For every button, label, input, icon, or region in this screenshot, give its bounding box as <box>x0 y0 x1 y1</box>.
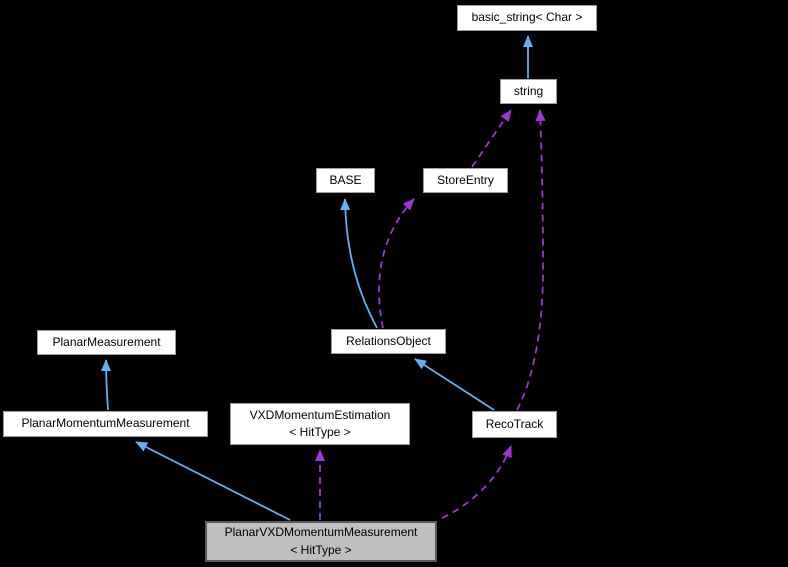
node-basic-string[interactable]: basic_string< Char > <box>457 5 597 31</box>
node-base[interactable]: BASE <box>316 168 375 193</box>
edge-relationsobject-to-base <box>340 198 378 329</box>
edge-relationsobject-to-storeentry <box>378 198 415 329</box>
node-storeentry[interactable]: StoreEntry <box>423 168 508 193</box>
node-string[interactable]: string <box>500 79 557 104</box>
node-vxdmomentumestimation[interactable]: VXDMomentumEstimation < HitType > <box>230 403 410 445</box>
edge-storeentry-to-string <box>471 109 512 168</box>
node-planarvxdmomentummeasurement-current: PlanarVXDMomentumMeasurement < HitType > <box>205 521 437 562</box>
node-planarmomentummeasurement[interactable]: PlanarMomentumMeasurement <box>3 411 208 437</box>
edge-recotrack-to-string <box>516 109 546 411</box>
node-planarmeasurement[interactable]: PlanarMeasurement <box>37 330 176 355</box>
edge-recotrack-to-relationsobject <box>414 358 495 411</box>
node-recotrack[interactable]: RecoTrack <box>472 411 557 438</box>
node-relationsobject[interactable]: RelationsObject <box>331 329 446 354</box>
edge-planarvxd-to-recotrack <box>441 445 512 519</box>
edge-planarmomentum-to-planarmeasurement <box>101 359 112 411</box>
edge-planarvxd-to-planarmomentum <box>135 441 291 521</box>
